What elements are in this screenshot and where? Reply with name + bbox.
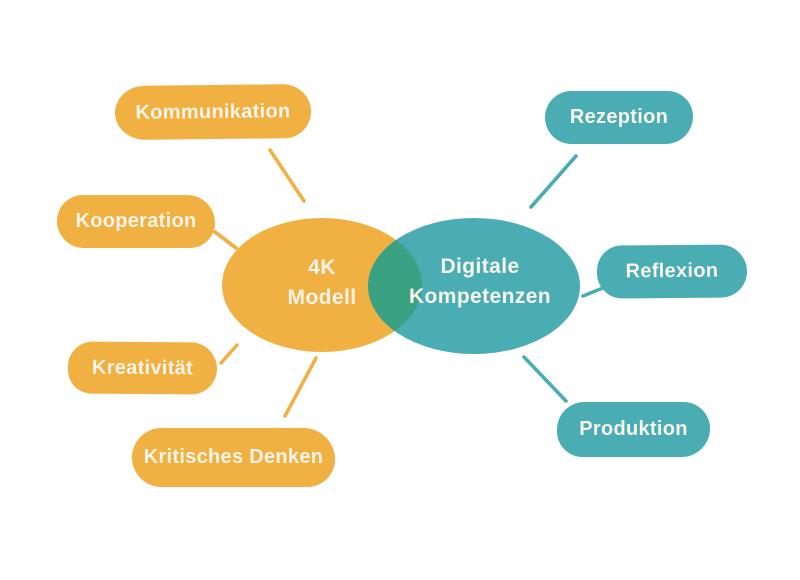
node-reflexion: Reflexion (596, 244, 748, 299)
center-node-digitale-kompetenzen: Digitale Kompetenzen (374, 252, 586, 312)
node-kommunikation-label: Kommunikation (135, 99, 291, 124)
node-kritisches-denken: Kritisches Denken (132, 428, 335, 487)
center-node-dk-line2: Kompetenzen (408, 285, 552, 308)
node-kreativitaet-label: Kreativität (91, 356, 194, 379)
center-node-4k-line1: 4K (308, 256, 336, 279)
center-node-4k-modell: 4K Modell (216, 253, 428, 313)
center-node-4k-line2: Modell (287, 286, 357, 309)
node-kreativitaet: Kreativität (67, 341, 218, 395)
node-kooperation: Kooperation (57, 195, 215, 248)
blob-4k-modell (222, 218, 422, 352)
node-produktion-label: Produktion (579, 418, 688, 440)
node-kommunikation: Kommunikation (114, 83, 312, 141)
connector-produktion (522, 355, 568, 403)
connector-reflexion (581, 286, 605, 298)
connector-kooperation (213, 230, 238, 250)
node-rezeption: Rezeption (545, 91, 693, 144)
blob-digitale-kompetenzen (368, 218, 580, 354)
connector-kreativitaet (219, 343, 239, 365)
node-kooperation-label: Kooperation (75, 210, 197, 232)
node-reflexion-label: Reflexion (625, 259, 719, 283)
connector-kommunikation (268, 148, 306, 203)
connector-kritisches-denken (283, 356, 318, 418)
node-rezeption-label: Rezeption (569, 106, 669, 128)
node-produktion: Produktion (557, 402, 710, 457)
center-node-dk-line1: Digitale (440, 255, 520, 278)
node-kritisches-denken-label: Kritisches Denken (143, 446, 324, 468)
connector-rezeption (529, 154, 578, 209)
